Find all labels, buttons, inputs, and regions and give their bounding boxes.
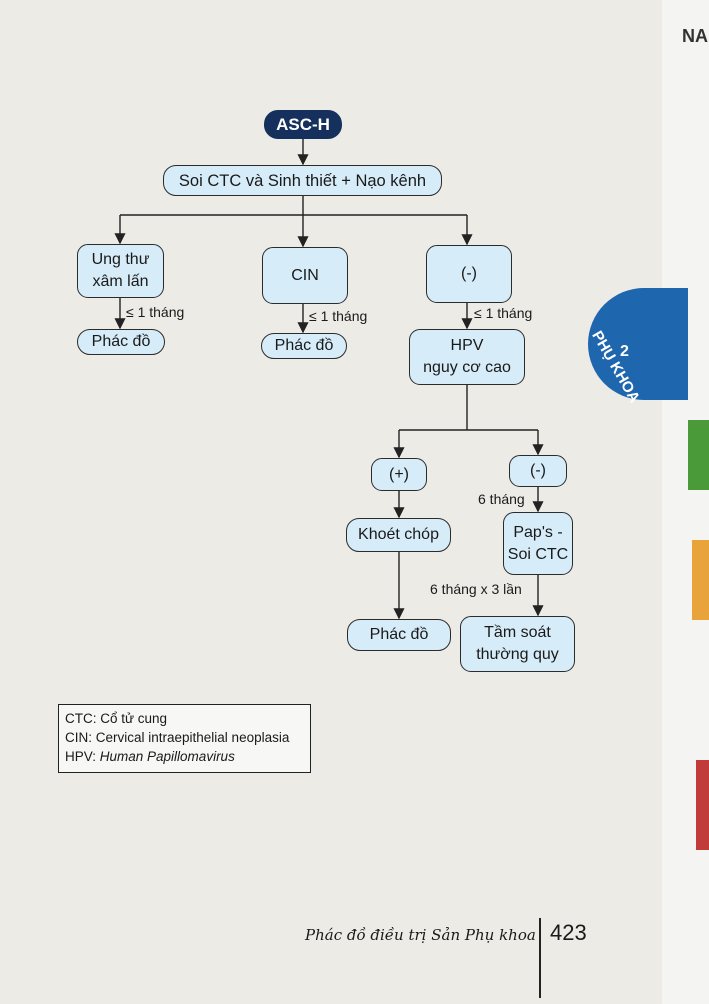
node-phac-do-3: Phác đồ (347, 619, 451, 651)
section-tab-number: 2 (620, 343, 629, 360)
label-ut-time: ≤ 1 tháng (126, 304, 185, 320)
legend-hpv-name: Human Papillomavirus (99, 749, 235, 764)
footer-divider (539, 918, 541, 998)
label-neg-time: ≤ 1 tháng (474, 305, 533, 321)
node-paps: Pap's - Soi CTC (503, 512, 573, 575)
legend-cin: CIN: Cervical intraepithelial neoplasia (65, 730, 290, 745)
legend-ctc: CTC: Cổ tử cung (65, 711, 168, 726)
node-pos: (+) (371, 458, 427, 491)
node-phac-do-1: Phác đồ (77, 329, 165, 355)
node-khoet-chop: Khoét chóp (346, 518, 451, 552)
color-tab-red (696, 760, 709, 850)
color-tab-orange (692, 540, 709, 620)
label-six-x3: 6 tháng x 3 lần (430, 581, 522, 597)
color-tab-green (688, 420, 709, 490)
node-tam-soat: Tầm soát thường quy (460, 616, 575, 672)
legend-box: CTC: Cổ tử cung CIN: Cervical intraepith… (58, 704, 311, 773)
node-cin: CIN (262, 247, 348, 304)
section-tab (588, 288, 688, 400)
page-number: 423 (550, 920, 587, 945)
node-soi-ctc: Soi CTC và Sinh thiết + Nạo kênh (163, 165, 442, 196)
node-ung-thu: Ung thư xâm lấn (77, 244, 164, 298)
legend-hpv: HPV: Human Papillomavirus (65, 747, 304, 766)
node-phac-do-2: Phác đồ (261, 333, 347, 359)
footer-title: Phác đồ điều trị Sản Phụ khoa (305, 926, 536, 944)
node-asch: ASC-H (264, 110, 342, 139)
node-neg1: (-) (426, 245, 512, 303)
node-neg2: (-) (509, 455, 567, 487)
legend-hpv-prefix: HPV: (65, 749, 100, 764)
label-cin-time: ≤ 1 tháng (309, 308, 368, 324)
corner-text: NA (682, 26, 708, 46)
label-six-months: 6 tháng (478, 491, 525, 507)
node-hpv: HPV nguy cơ cao (409, 329, 525, 385)
